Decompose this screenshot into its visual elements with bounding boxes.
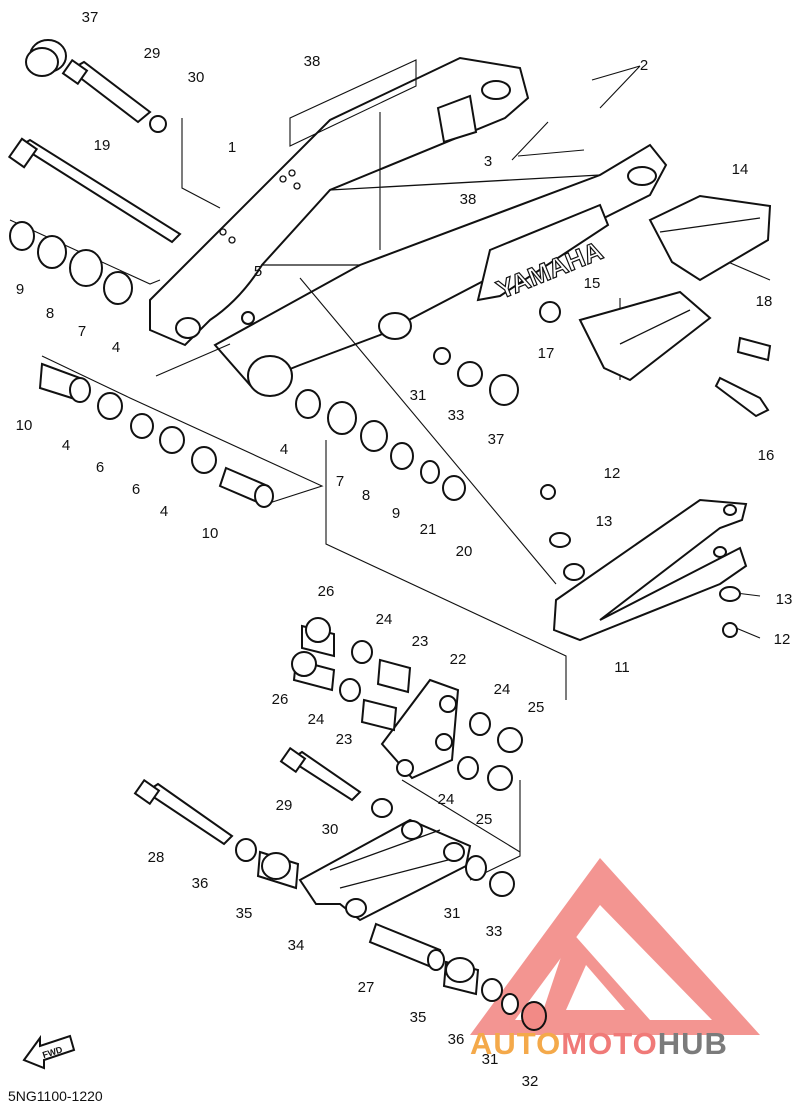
bearing-stack-left	[9, 221, 561, 508]
part-callout-36: 36	[192, 875, 209, 892]
part-callout-12: 12	[774, 631, 791, 648]
part-callout-4: 4	[62, 437, 70, 454]
connecting-rod	[298, 818, 547, 1031]
part-callout-12: 12	[604, 465, 621, 482]
part-callout-31: 31	[482, 1051, 499, 1068]
part-callout-26: 26	[318, 583, 335, 600]
part-callout-14: 14	[732, 161, 749, 178]
part-callout-37: 37	[488, 431, 505, 448]
part-callout-5: 5	[254, 263, 262, 280]
part-callout-15: 15	[584, 275, 601, 292]
part-callout-3: 3	[484, 153, 492, 170]
part-callout-33: 33	[448, 407, 465, 424]
part-callout-13: 13	[596, 513, 613, 530]
part-callout-31: 31	[444, 905, 461, 922]
part-callout-22: 22	[450, 651, 467, 668]
part-callout-24: 24	[494, 681, 511, 698]
part-callout-13: 13	[776, 591, 793, 608]
part-callout-29: 29	[144, 45, 161, 62]
part-callout-34: 34	[288, 937, 305, 954]
part-callout-35: 35	[410, 1009, 427, 1026]
part-callout-7: 7	[336, 473, 344, 490]
watermark-auto: AUTO	[470, 1026, 562, 1061]
part-callout-7: 7	[78, 323, 86, 340]
part-callout-32: 32	[522, 1073, 539, 1090]
watermark-hub: HUB	[657, 1026, 728, 1061]
part-callout-4: 4	[160, 503, 168, 520]
part-callout-30: 30	[322, 821, 339, 838]
part-callout-1: 1	[228, 139, 236, 156]
diagram-code: 5NG1100-1220	[8, 1088, 103, 1104]
part-callout-31: 31	[410, 387, 427, 404]
part-callout-38: 38	[460, 191, 477, 208]
part-callout-38: 38	[304, 53, 321, 70]
relay-arm	[291, 617, 523, 791]
watermark-moto: MOTO	[561, 1026, 658, 1061]
part-callout-17: 17	[538, 345, 555, 362]
part-callout-2: 2	[640, 57, 648, 74]
part-callout-28: 28	[148, 849, 165, 866]
part-callout-18: 18	[756, 293, 773, 310]
part-callout-24: 24	[308, 711, 325, 728]
linkage-bolts	[133, 746, 393, 890]
part-callout-8: 8	[46, 305, 54, 322]
part-callout-24: 24	[438, 791, 455, 808]
part-callout-6: 6	[96, 459, 104, 476]
part-callout-16: 16	[758, 447, 775, 464]
part-callout-36: 36	[448, 1031, 465, 1048]
watermark-brand: AUTOMOTOHUB	[470, 1026, 728, 1062]
part-callout-11: 11	[614, 659, 630, 676]
part-callout-23: 23	[336, 731, 353, 748]
part-callout-10: 10	[16, 417, 33, 434]
part-callout-4: 4	[280, 441, 288, 458]
part-callout-27: 27	[358, 979, 375, 996]
part-callout-24: 24	[376, 611, 393, 628]
part-callout-4: 4	[112, 339, 120, 356]
part-callout-19: 19	[94, 137, 111, 154]
part-callout-9: 9	[392, 505, 400, 522]
part-callout-8: 8	[362, 487, 370, 504]
part-callout-10: 10	[202, 525, 219, 542]
part-callout-9: 9	[16, 281, 24, 298]
part-callout-23: 23	[412, 633, 429, 650]
chain-guide	[578, 194, 772, 418]
part-callout-25: 25	[528, 699, 545, 716]
part-callout-20: 20	[456, 543, 473, 560]
forward-arrow-icon: FWD	[22, 1034, 76, 1070]
part-callout-6: 6	[132, 481, 140, 498]
chain-tensioner-arm	[540, 484, 748, 642]
part-callout-26: 26	[272, 691, 289, 708]
part-callout-29: 29	[276, 797, 293, 814]
part-callout-30: 30	[188, 69, 205, 86]
part-callout-33: 33	[486, 923, 503, 940]
hardware-top-left	[7, 39, 182, 244]
watermark-logo-icon	[470, 858, 760, 1035]
part-callout-25: 25	[476, 811, 493, 828]
part-callout-35: 35	[236, 905, 253, 922]
part-callout-21: 21	[420, 521, 437, 538]
part-callout-37: 37	[82, 9, 99, 26]
